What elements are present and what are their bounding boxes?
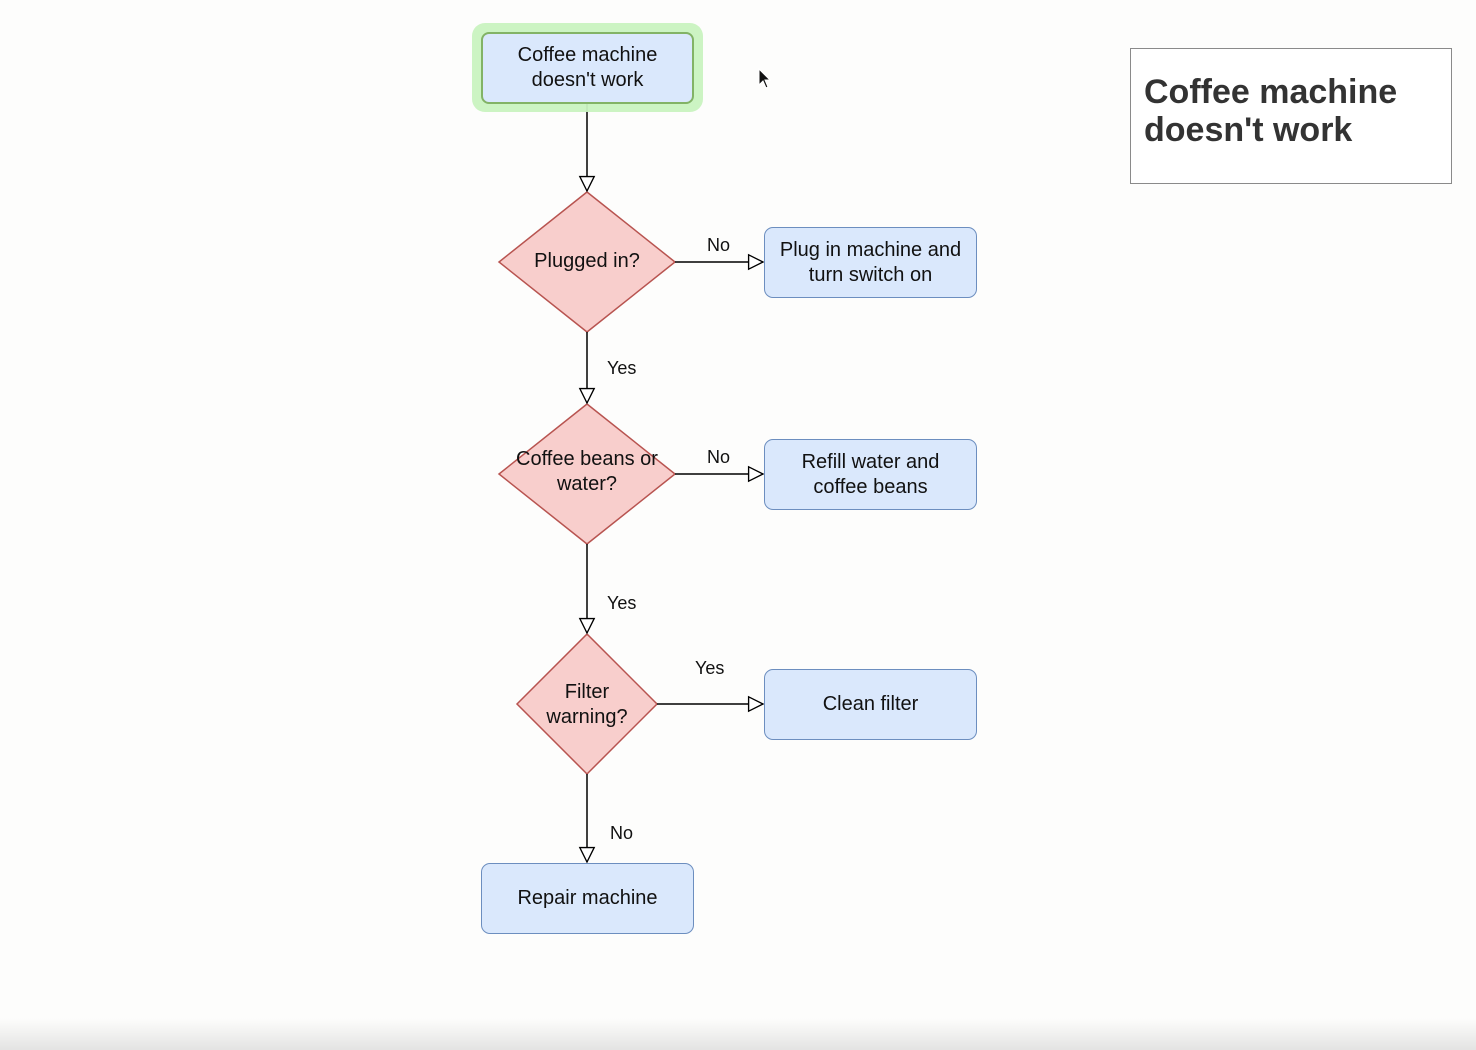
edge-label-filter-yes: Yes	[695, 658, 725, 678]
node-clean-filter[interactable]: Clean filter	[764, 669, 977, 740]
edge-label-beans-yes: Yes	[607, 593, 637, 613]
node-start[interactable]: Coffee machine doesn't work	[481, 32, 694, 104]
decision-beans-shape[interactable]	[497, 403, 677, 545]
window-bottom-edge	[0, 1018, 1476, 1050]
edge-label-plugged-no: No	[707, 235, 731, 255]
decision-filter-shape[interactable]	[515, 632, 659, 776]
node-plug-in-machine[interactable]: Plug in machine and turn switch on	[764, 227, 977, 298]
edge-label-beans-no: No	[707, 447, 731, 467]
node-repair-machine[interactable]: Repair machine	[481, 863, 694, 934]
node-refill-water[interactable]: Refill water and coffee beans	[764, 439, 977, 510]
mouse-pointer-icon	[758, 68, 772, 89]
edge-label-plugged-yes: Yes	[607, 358, 637, 378]
edge-label-filter-no: No	[610, 823, 634, 843]
title-card-text: Coffee machine doesn't work	[1144, 73, 1398, 149]
decision-plugged-shape[interactable]	[497, 191, 677, 333]
title-card[interactable]: Coffee machine doesn't work	[1130, 48, 1452, 184]
